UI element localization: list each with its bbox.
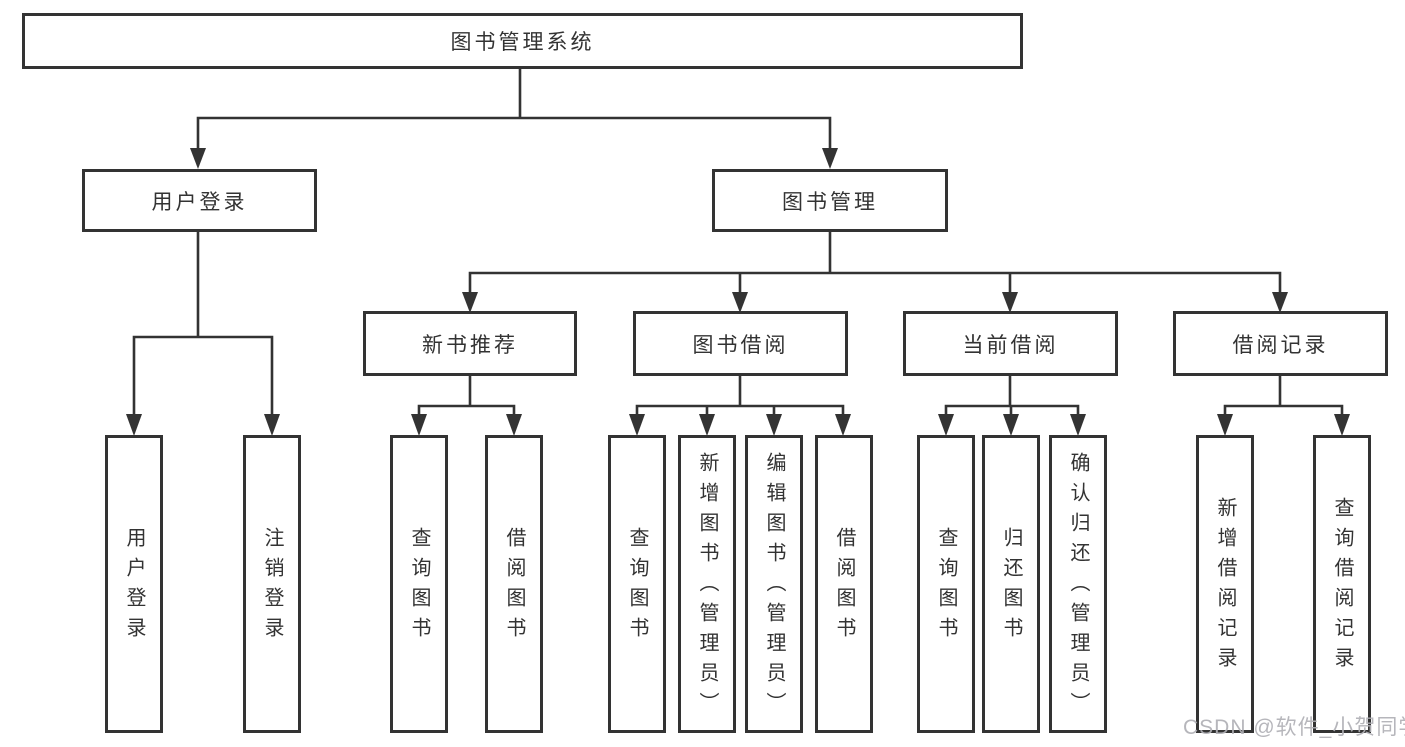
leaf-borrow-books-recommend: 借阅图书 — [485, 435, 543, 733]
arrowhead-icon — [938, 414, 954, 436]
node-user-login-group: 用户登录 — [82, 169, 317, 232]
leaf-logout: 注销登录 — [243, 435, 301, 733]
arrowhead-icon — [126, 414, 142, 436]
node-current-borrowing: 当前借阅 — [903, 311, 1118, 376]
arrowhead-icon — [1272, 292, 1288, 313]
leaf-confirm-return-admin: 确认归还（管理员） — [1049, 435, 1107, 733]
leaf-add-borrow-record: 新增借阅记录 — [1196, 435, 1254, 733]
leaf-return-books: 归还图书 — [982, 435, 1040, 733]
node-new-book-recommendation: 新书推荐 — [363, 311, 577, 376]
leaf-query-books-recommend: 查询图书 — [390, 435, 448, 733]
leaf-query-books-borrowing: 查询图书 — [608, 435, 666, 733]
arrowhead-icon — [264, 414, 280, 436]
node-book-borrowing: 图书借阅 — [633, 311, 848, 376]
arrowhead-icon — [411, 414, 427, 436]
arrowhead-icon — [1003, 414, 1019, 436]
node-library-management-system: 图书管理系统 — [22, 13, 1023, 69]
arrowhead-icon — [1334, 414, 1350, 436]
node-borrowing-records: 借阅记录 — [1173, 311, 1388, 376]
leaf-query-borrow-record: 查询借阅记录 — [1313, 435, 1371, 733]
leaf-query-books-current: 查询图书 — [917, 435, 975, 733]
arrowhead-icon — [732, 292, 748, 313]
arrowhead-icon — [506, 414, 522, 436]
arrowhead-icon — [629, 414, 645, 436]
arrowhead-icon — [1002, 292, 1018, 313]
arrowhead-icon — [699, 414, 715, 436]
leaf-edit-book-admin: 编辑图书（管理员） — [745, 435, 803, 733]
arrowhead-icon — [1217, 414, 1233, 436]
arrowhead-icon — [766, 414, 782, 436]
arrowhead-icon — [1070, 414, 1086, 436]
csdn-watermark: CSDN @软件_小贺同学 — [1183, 716, 1405, 739]
arrowhead-icon — [462, 292, 478, 313]
leaf-borrow-books-borrowing: 借阅图书 — [815, 435, 873, 733]
arrowhead-icon — [835, 414, 851, 436]
leaf-user-login: 用户登录 — [105, 435, 163, 733]
node-book-management: 图书管理 — [712, 169, 948, 232]
leaf-add-book-admin: 新增图书（管理员） — [678, 435, 736, 733]
arrowhead-icon — [822, 148, 838, 169]
arrowhead-icon — [190, 148, 206, 169]
